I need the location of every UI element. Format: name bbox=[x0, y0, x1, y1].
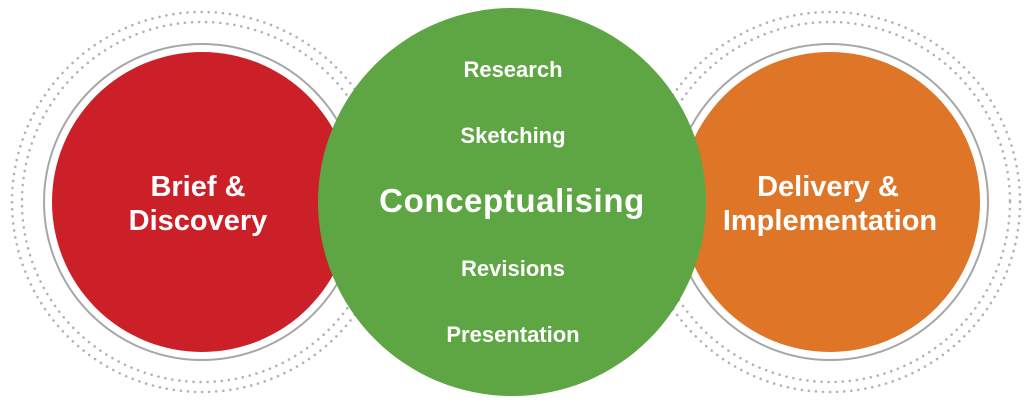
center-item-revisions: Revisions bbox=[461, 256, 565, 281]
right-dotted-ring-inner bbox=[648, 20, 1012, 384]
right-circle bbox=[680, 52, 980, 352]
center-item-research: Research bbox=[463, 57, 562, 82]
left-circle-label-line2: Discovery bbox=[129, 205, 268, 237]
center-circle bbox=[318, 8, 706, 396]
right-circle-label-line1: Delivery & bbox=[757, 171, 899, 203]
left-circle-label-line1: Brief & bbox=[150, 171, 245, 203]
left-circle bbox=[52, 52, 352, 352]
center-item-presentation: Presentation bbox=[446, 322, 579, 347]
center-title: Conceptualising bbox=[379, 182, 645, 219]
stage-conceptualising bbox=[318, 8, 706, 396]
center-item-sketching: Sketching bbox=[460, 123, 565, 148]
right-circle-label-line2: Implementation bbox=[723, 205, 937, 237]
